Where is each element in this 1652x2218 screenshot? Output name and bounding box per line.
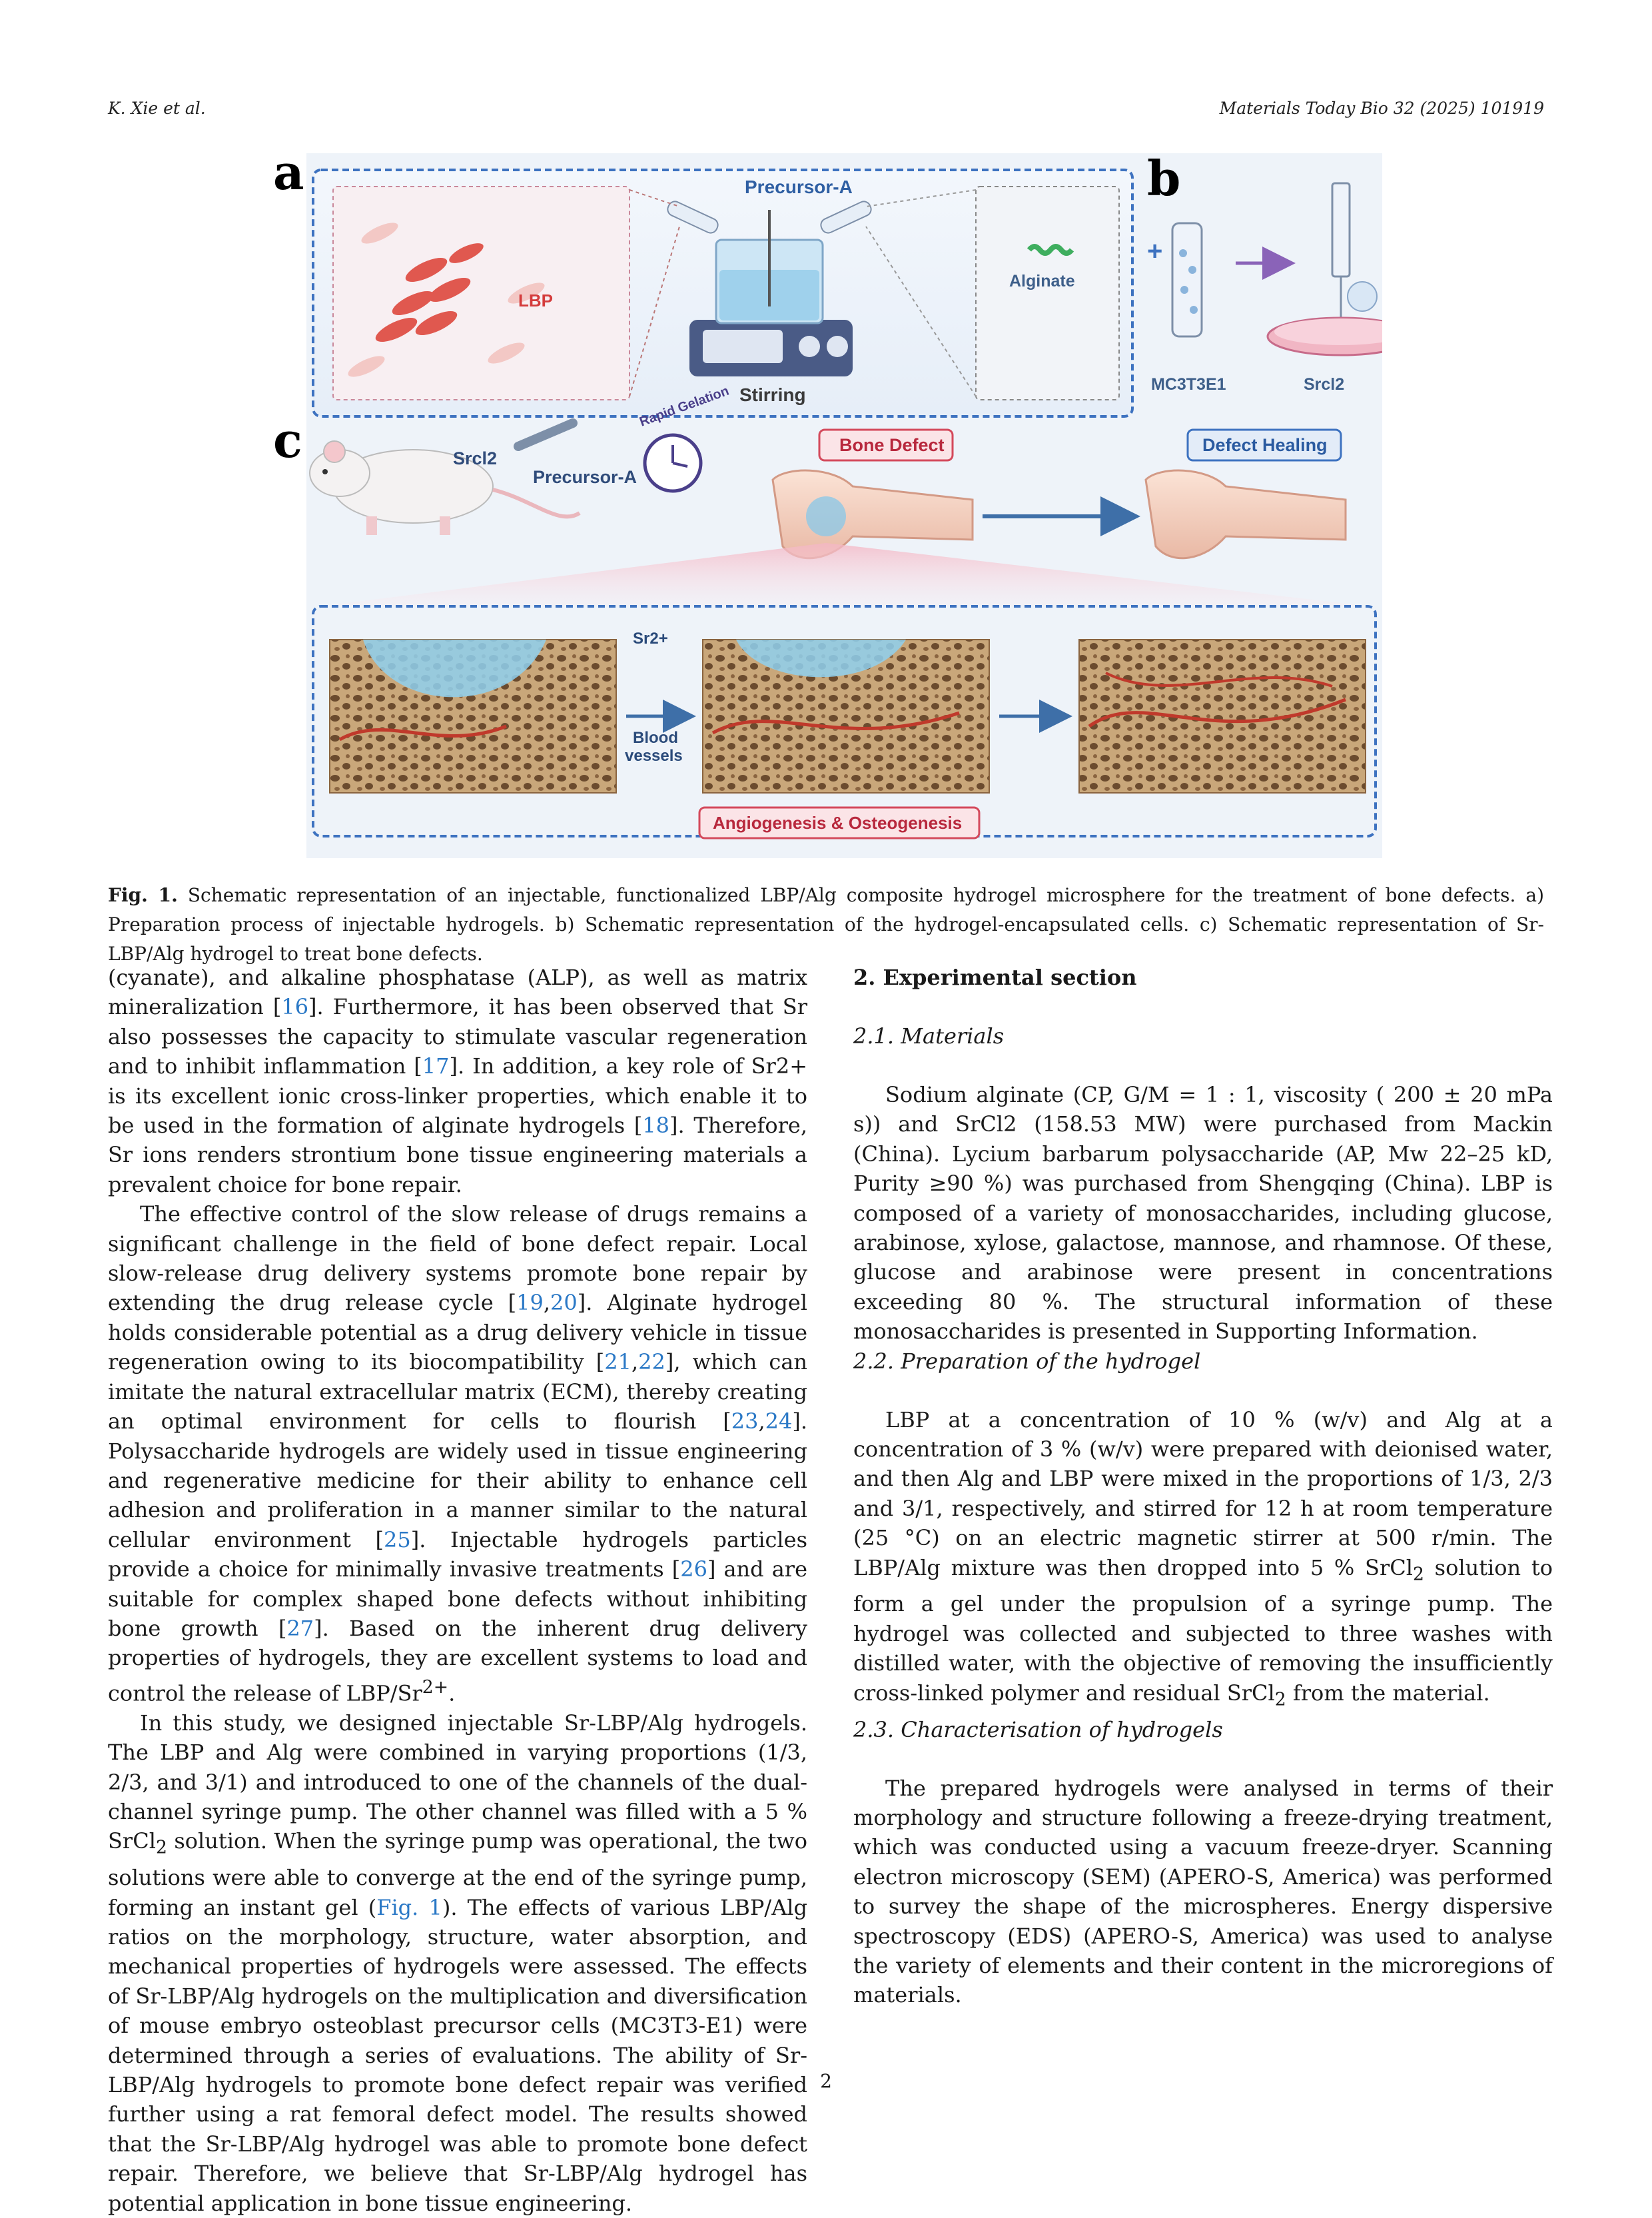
label-sr2: Sr2+ [633,630,668,648]
citation-link[interactable]: 18 [642,1113,670,1139]
citation-link[interactable]: 19 [516,1290,544,1316]
citation-link[interactable]: 21 [604,1349,631,1375]
page-number: 2 [820,2070,832,2092]
defect-healing-badge [1186,428,1342,462]
rat-illustration [309,440,581,535]
paragraph: Sodium alginate (CP, G/M = 1 : 1, viscos… [853,1082,1553,1345]
label-bone-defect: Bone Defect [839,435,945,455]
paragraph: LBP at a concentration of 10 % (w/v) and… [853,1406,1553,1710]
citation-link[interactable]: 27 [286,1615,314,1641]
citation-link[interactable]: 17 [422,1053,450,1079]
label-stirring: Stirring [739,384,806,405]
label-blood: Blood [633,729,678,747]
label-alginate: Alginate [1009,272,1075,290]
bone-healed-illustration [1144,469,1347,560]
lbp-particles [375,243,484,342]
subsection-heading: 2.2. Preparation of the hydrogel [853,1348,1201,1374]
figure-illustration: LBP Precursor-A Stirring Alginate + [306,153,1416,858]
panel-letter-a: a [273,144,304,201]
figure-1: LBP Precursor-A Stirring Alginate + [273,144,1416,858]
stirrer-apparatus [689,210,853,376]
tissue-block-3 [1078,639,1366,794]
figure-caption: Fig. 1. Schematic representation of an i… [108,881,1544,969]
citation-link[interactable]: 16 [281,994,309,1020]
tissue-block-1 [329,639,617,794]
right-column: 2. Experimental section 2.1. Materials S… [853,963,1553,2010]
tissue-block-2 [702,639,990,794]
alginate-strand [1027,244,1074,256]
label-srcl2-b: Srcl2 [1304,375,1344,394]
citation-link[interactable]: 25 [383,1526,411,1552]
label-precursor-a-c: Precursor-A [533,467,637,487]
figure-link[interactable]: Fig. 1 [376,1894,442,1920]
label-angio: Angiogenesis & Osteogenesis [713,813,962,833]
paragraph: (cyanate), and alkaline phosphatase (ALP… [108,965,808,1197]
label-vessels: vessels [625,747,683,765]
citation-link[interactable]: 20 [550,1290,578,1316]
label-defect-healing: Defect Healing [1202,435,1328,455]
label-lbp: LBP [518,290,553,310]
left-column: (cyanate), and alkaline phosphatase (ALP… [108,963,807,2218]
bone-defect-badge [818,428,954,462]
paragraph: The prepared hydrogels were analysed in … [853,1775,1553,2008]
panel-b-illustration: + [1147,182,1416,356]
angio-badge [698,806,981,839]
subsection-heading: 2.1. Materials [853,1023,1005,1049]
panel-letter-c: c [273,412,302,468]
paragraph: In this study, we designed injectable Sr… [108,1710,808,2216]
caption-text: Schematic representation of an injectabl… [108,884,1545,965]
label-precursor-a: Precursor-A [745,177,853,197]
paragraph: The effective control of the slow releas… [108,1201,808,1706]
citation-link[interactable]: 22 [638,1349,665,1375]
alginate-inset [975,186,1120,400]
lbp-inset [332,186,630,400]
running-header-authors: K. Xie et al. [108,99,206,118]
subsection-heading: 2.3. Characterisation of hydrogels [853,1716,1223,1742]
citation-link[interactable]: 26 [680,1556,707,1582]
section-heading: 2. Experimental section [853,965,1137,990]
label-srcl2-c: Srcl2 [453,448,497,468]
citation-link[interactable]: 23 [731,1408,759,1434]
caption-label: Fig. 1. [108,884,178,906]
panel-letter-b: b [1147,150,1181,207]
label-mc3t3: MC3T3E1 [1151,375,1226,394]
citation-link[interactable]: 24 [765,1408,793,1434]
running-header-journal: Materials Today Bio 32 (2025) 101919 [1219,99,1544,118]
svg-text:+: + [1147,237,1162,266]
